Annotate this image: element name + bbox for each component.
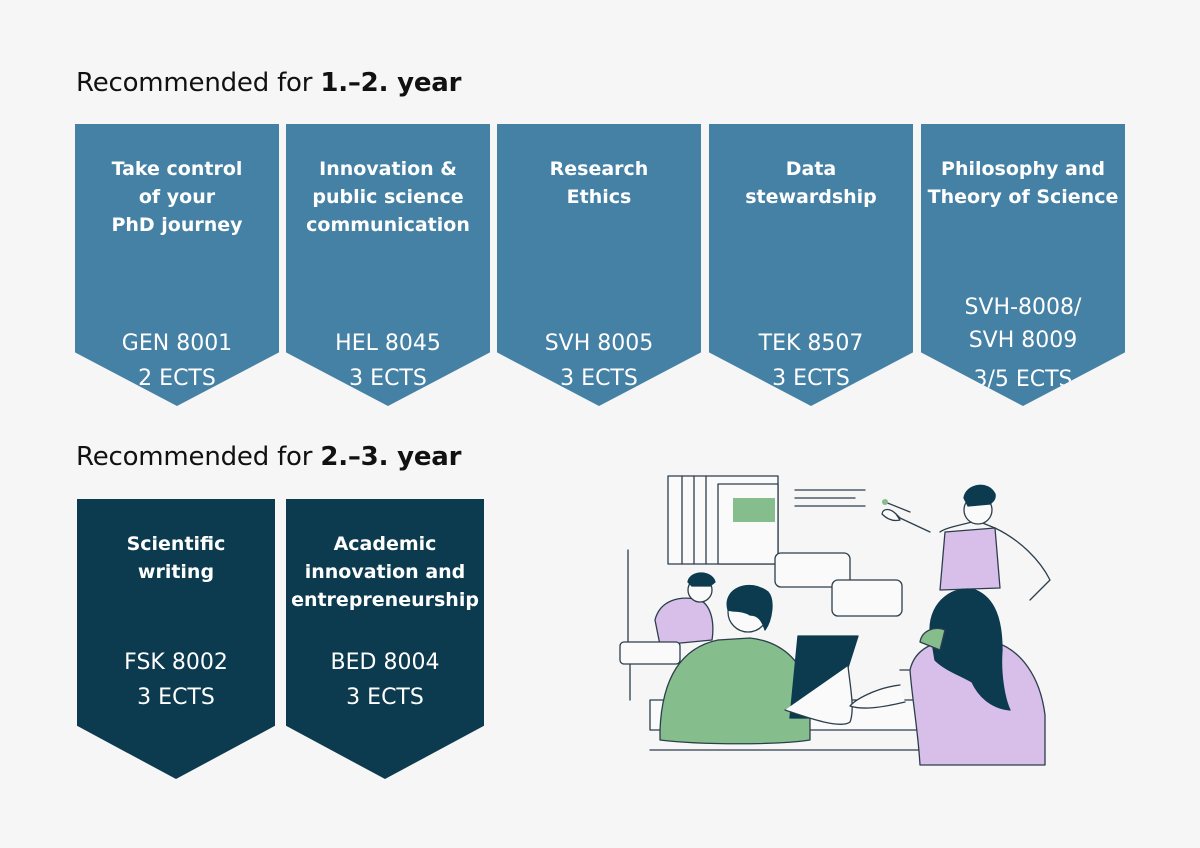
course-ects: 3 ECTS (349, 366, 427, 391)
course-title: Take control of your PhD journey (111, 158, 243, 236)
section-heading-year-1-2: Recommended for 1.–2. year (76, 68, 461, 98)
course-title: Academic innovation and entrepreneurship (291, 533, 479, 611)
course-ects: 2 ECTS (138, 366, 216, 391)
course-card-tek-8507[interactable]: Data stewardship TEK 8507 3 ECTS (709, 124, 913, 406)
course-title: Innovation & public science communicatio… (306, 158, 470, 236)
heading-year-range: 1.–2. year (320, 68, 462, 98)
course-title: Philosophy and Theory of Science (927, 158, 1119, 208)
course-card-svh-8005[interactable]: Research Ethics SVH 8005 3 ECTS (497, 124, 701, 406)
heading-prefix: Recommended for (76, 68, 321, 98)
section-heading-year-2-3: Recommended for 2.–3. year (76, 442, 461, 472)
course-title: Data stewardship (745, 158, 877, 208)
heading-prefix: Recommended for (76, 442, 321, 472)
course-ects: 3 ECTS (137, 685, 215, 710)
course-card-fsk-8002[interactable]: Scientific writing FSK 8002 3 ECTS (77, 499, 275, 779)
course-card-bed-8004[interactable]: Academic innovation and entrepreneurship… (286, 499, 484, 779)
course-card-hel-8045[interactable]: Innovation & public science communicatio… (286, 124, 490, 406)
people-collaborating-illustration (619, 475, 1051, 766)
course-code: FSK 8002 (124, 650, 228, 675)
course-card-gen-8001[interactable]: Take control of your PhD journey GEN 800… (75, 124, 279, 406)
course-code: SVH 8005 (544, 331, 654, 356)
course-code: TEK 8507 (758, 331, 864, 356)
course-code: SVH-8008/ SVH 8009 (964, 295, 1082, 353)
course-card-svh-8008-8009[interactable]: Philosophy and Theory of Science SVH-800… (921, 124, 1125, 406)
course-ects: 3 ECTS (772, 366, 850, 391)
course-code: HEL 8045 (335, 331, 441, 356)
course-code: GEN 8001 (121, 331, 233, 356)
heading-year-range: 2.–3. year (320, 442, 462, 472)
course-title: Research Ethics (549, 158, 649, 208)
course-ects: 3 ECTS (346, 685, 424, 710)
course-code: BED 8004 (330, 650, 440, 675)
course-ects: 3 ECTS (560, 366, 638, 391)
course-ects: 3/5 ECTS (973, 367, 1073, 392)
course-title: Scientific writing (126, 533, 226, 583)
